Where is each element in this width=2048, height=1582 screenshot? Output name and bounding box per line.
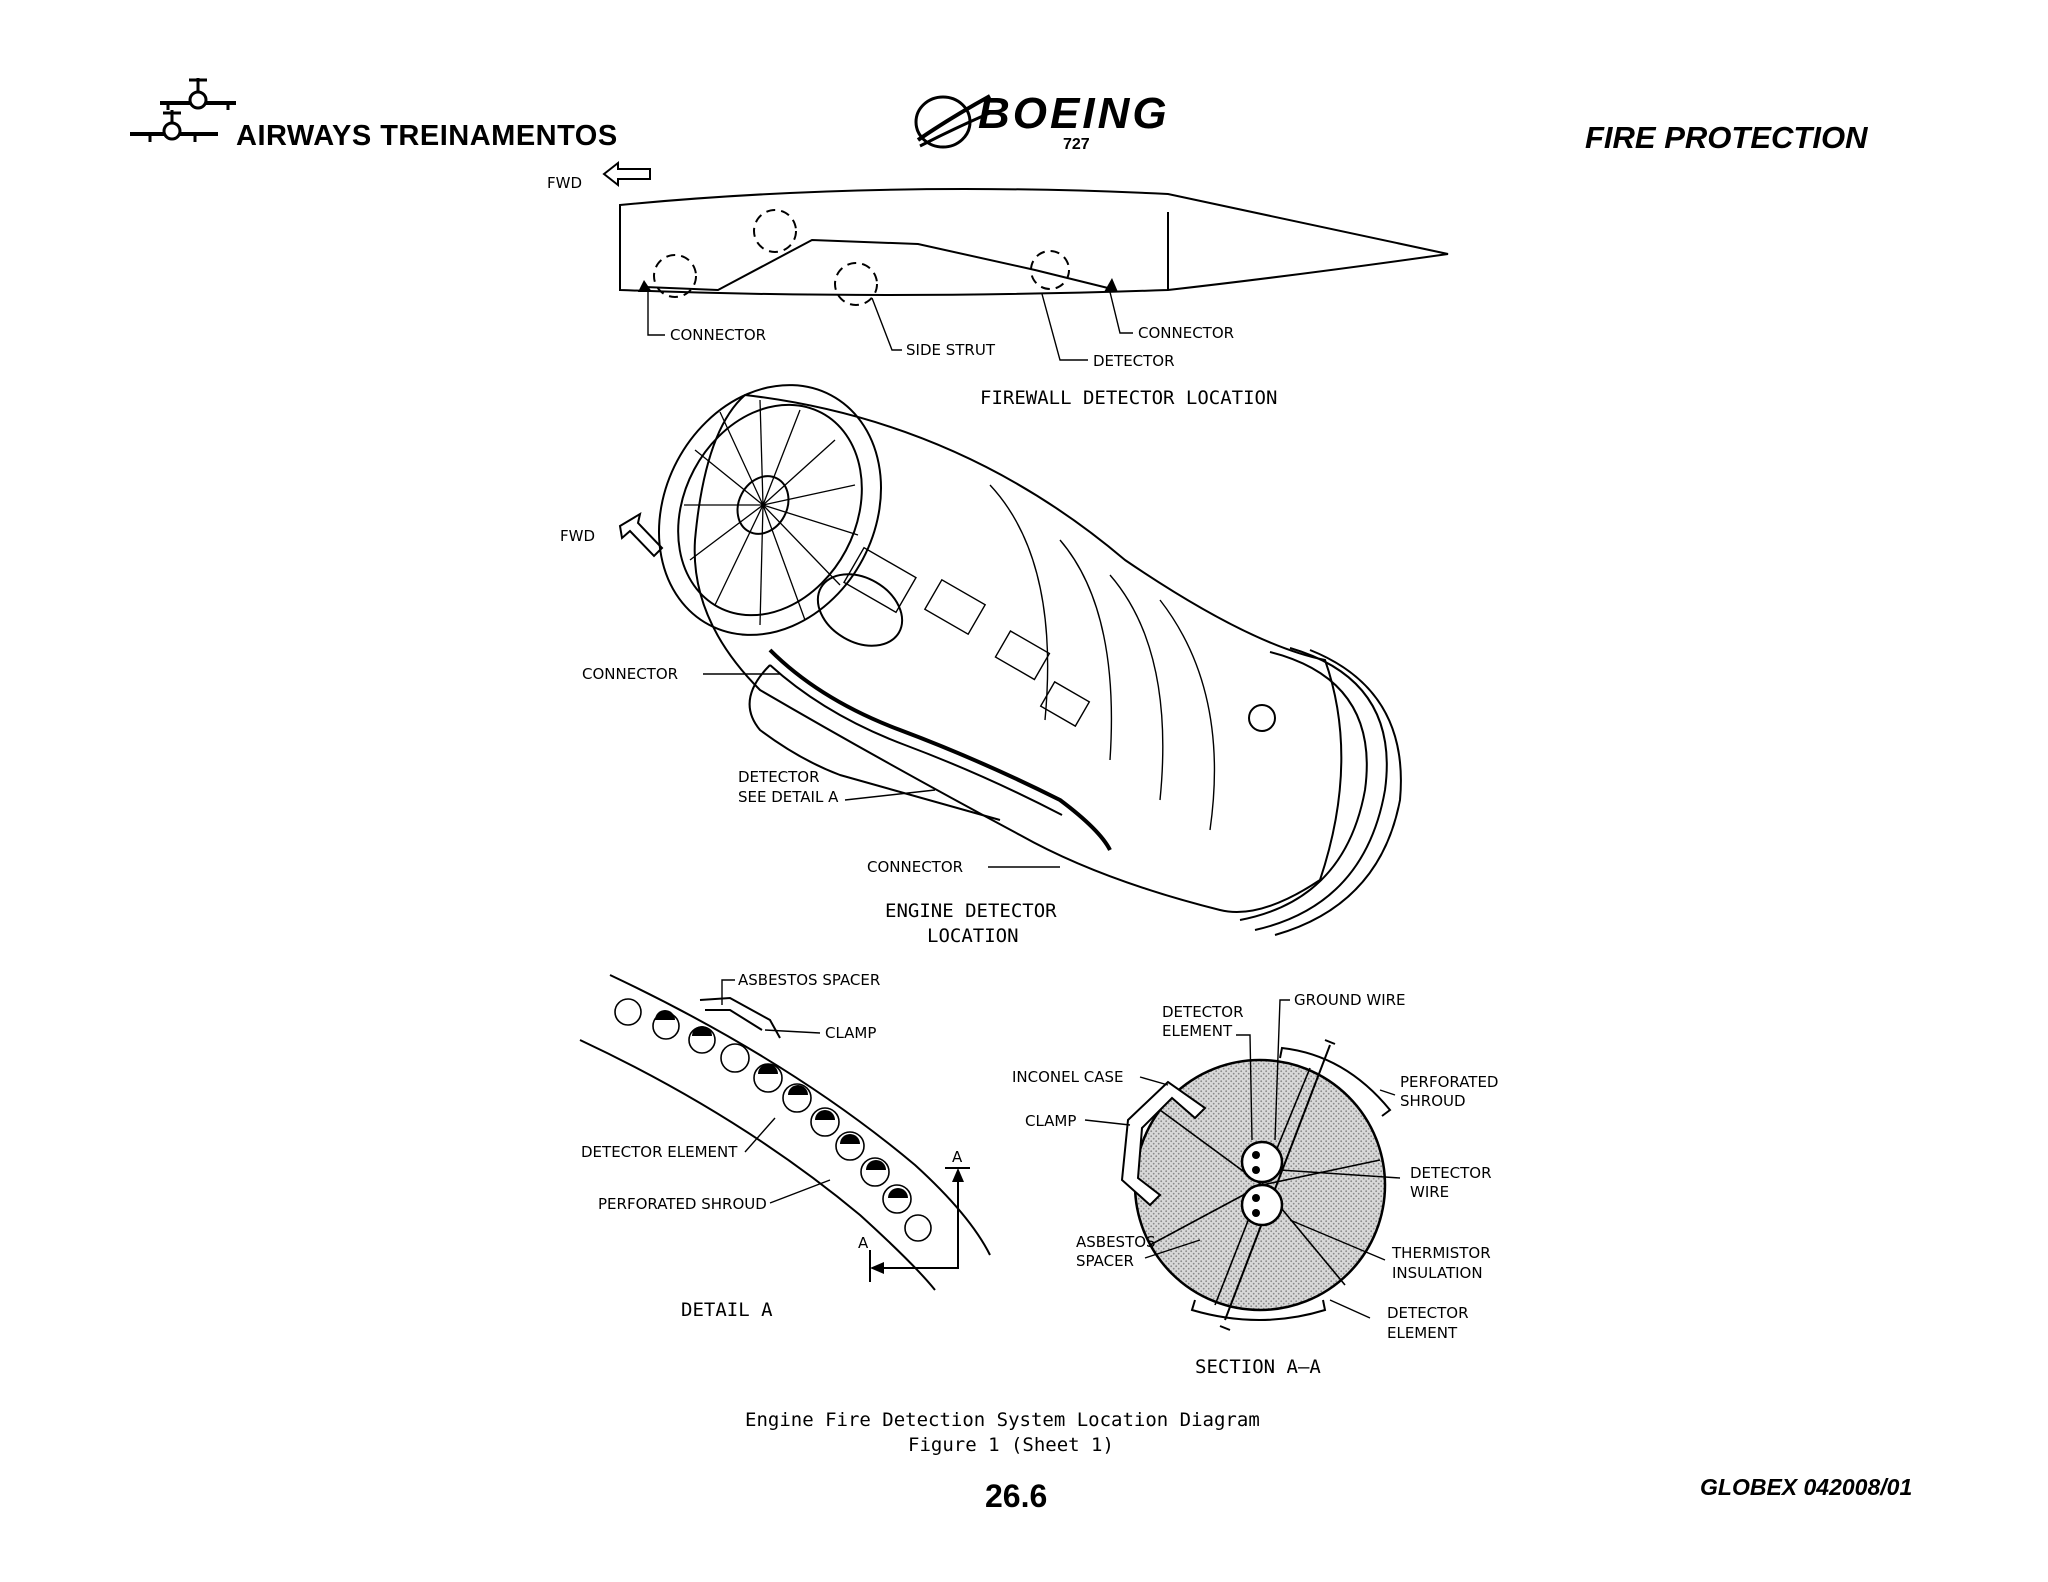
fwd-arrow-engine-icon bbox=[618, 511, 664, 558]
side-strut-label: SIDE STRUT bbox=[906, 341, 996, 359]
detail-a-title: DETAIL A bbox=[681, 1299, 773, 1321]
clamp-label-section: CLAMP bbox=[1025, 1112, 1076, 1130]
section-aa-title: SECTION A—A bbox=[1195, 1356, 1321, 1378]
section-title: FIRE PROTECTION bbox=[1585, 120, 1868, 155]
fwd-label-top: FWD bbox=[547, 174, 582, 192]
asbestos-spacer-label: ASBESTOS SPACER bbox=[738, 971, 880, 989]
ground-wire-label: GROUND WIRE bbox=[1294, 991, 1406, 1009]
detector-wire-line1: DETECTOR bbox=[1410, 1164, 1492, 1182]
firewall-outline bbox=[619, 187, 1449, 296]
detector-wire-line2: WIRE bbox=[1410, 1183, 1449, 1201]
boeing-symbol-icon bbox=[914, 94, 993, 149]
boeing-logo: BOEING 727 bbox=[914, 89, 1170, 153]
inconel-case-label: INCONEL CASE bbox=[1012, 1068, 1123, 1086]
connector-label-engine-bottom: CONNECTOR bbox=[867, 858, 963, 876]
detector-label-engine-line1: DETECTOR bbox=[738, 768, 820, 786]
perforated-shroud-label-detail: PERFORATED SHROUD bbox=[598, 1195, 767, 1213]
clamp-label-detail: CLAMP bbox=[825, 1024, 876, 1042]
side-strut bbox=[644, 238, 1113, 292]
connector-label-right: CONNECTOR bbox=[1138, 324, 1234, 342]
section-marker-bottom: A bbox=[858, 1234, 869, 1252]
aircraft-model: 727 bbox=[1063, 136, 1090, 153]
document-reference: GLOBEX 042008/01 bbox=[1700, 1474, 1913, 1500]
detector-element-top-line1: DETECTOR bbox=[1162, 1003, 1244, 1021]
detector-label-engine-line2: SEE DETAIL A bbox=[738, 788, 839, 806]
engine-title-line2: LOCATION bbox=[927, 925, 1019, 947]
figure-caption-line1: Engine Fire Detection System Location Di… bbox=[745, 1409, 1260, 1431]
section-marker-top: A bbox=[952, 1148, 963, 1166]
detector-label: DETECTOR bbox=[1093, 352, 1175, 370]
thermistor-insulation-line1: THERMISTOR bbox=[1391, 1244, 1491, 1262]
boeing-wordmark: BOEING bbox=[978, 89, 1170, 138]
connector-label-engine-top: CONNECTOR bbox=[582, 665, 678, 683]
figure-caption-line2: Figure 1 (Sheet 1) bbox=[908, 1434, 1114, 1456]
fwd-arrow-icon bbox=[602, 160, 651, 188]
detector-element-top-line2: ELEMENT bbox=[1162, 1022, 1233, 1040]
detector-element-bottom-line2: ELEMENT bbox=[1387, 1324, 1458, 1342]
page-number: 26.6 bbox=[985, 1478, 1048, 1514]
firewall-view: FWD CONNECTOR SIDE STRUT DETECTOR CONNEC… bbox=[547, 160, 1449, 409]
detector-element-bottom-line1: DETECTOR bbox=[1387, 1304, 1469, 1322]
perforated-shroud-line1: PERFORATED bbox=[1400, 1073, 1498, 1091]
detector-element-label-detail: DETECTOR ELEMENT bbox=[581, 1143, 738, 1161]
engine-drawing bbox=[658, 384, 1402, 936]
engine-view: FWD bbox=[560, 384, 1402, 947]
fwd-label-engine: FWD bbox=[560, 527, 595, 545]
asbestos-spacer-section-line1: ASBESTOS bbox=[1076, 1233, 1156, 1251]
asbestos-spacer-section-line2: SPACER bbox=[1076, 1252, 1134, 1270]
company-name: AIRWAYS TREINAMENTOS bbox=[236, 120, 618, 152]
perforated-shroud-line2: SHROUD bbox=[1400, 1092, 1466, 1110]
detail-a: A A ASBESTOS SPACER CLAMP DETECTOR ELEME… bbox=[579, 971, 991, 1321]
section-aa: DETECTOR ELEMENT GROUND WIRE INCONEL CAS… bbox=[1012, 991, 1498, 1378]
firewall-title: FIREWALL DETECTOR LOCATION bbox=[980, 387, 1277, 409]
airways-logo-icon bbox=[130, 78, 236, 142]
connector-label-left: CONNECTOR bbox=[670, 326, 766, 344]
thermistor-insulation-line2: INSULATION bbox=[1392, 1264, 1483, 1282]
engine-title-line1: ENGINE DETECTOR bbox=[885, 900, 1057, 922]
